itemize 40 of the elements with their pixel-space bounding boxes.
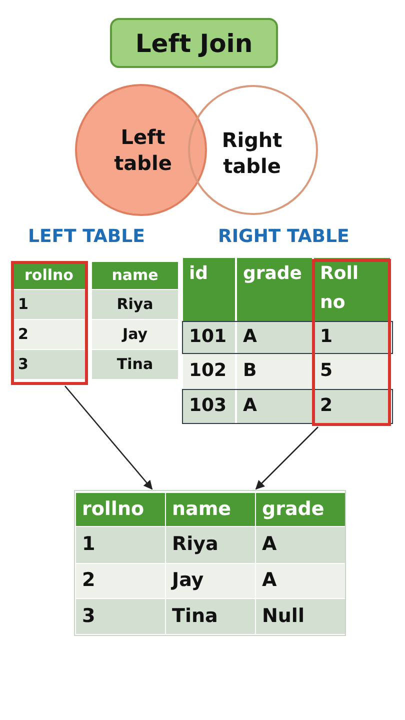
table-cell: 2 — [314, 390, 390, 423]
arrow — [64, 386, 153, 490]
table-cell: A — [237, 322, 312, 353]
table-cell: Tina — [166, 599, 255, 634]
table-cell: Jay — [92, 320, 178, 349]
column-header: grade — [237, 258, 312, 321]
circle-label: Right table — [220, 127, 284, 179]
table-cell: Riya — [166, 527, 255, 563]
table-cell: B — [237, 354, 312, 389]
table-cell: 5 — [314, 354, 390, 389]
circle-label: Left table — [113, 124, 173, 176]
column-header: rollno — [76, 493, 165, 526]
column-header: name — [92, 262, 178, 289]
table-cell: Null — [256, 599, 345, 634]
table-heading: LEFT TABLE — [28, 226, 145, 247]
table-cell: 3 — [12, 350, 86, 379]
column-header: Roll no — [314, 258, 390, 321]
table-cell: 101 — [183, 322, 235, 353]
table-heading: RIGHT TABLE — [218, 226, 350, 247]
column-header: name — [166, 493, 255, 526]
column-header: id — [183, 258, 235, 321]
table-cell: 102 — [183, 354, 235, 389]
arrow — [255, 426, 318, 490]
table-cell: A — [237, 390, 312, 423]
table-cell: Tina — [92, 350, 178, 379]
table-cell: 1 — [76, 527, 165, 563]
table-cell: Riya — [92, 290, 178, 319]
table-cell: 2 — [12, 320, 86, 349]
table-cell: 3 — [76, 599, 165, 634]
table-cell: 1 — [314, 322, 390, 353]
result-table — [74, 490, 346, 636]
table-cell: 1 — [12, 290, 86, 319]
table-cell: A — [256, 527, 345, 563]
venn-circle — [188, 85, 318, 215]
table-cell: 2 — [76, 564, 165, 598]
table-cell: 103 — [183, 390, 235, 423]
title-banner: Left Join — [110, 18, 278, 68]
table-cell: A — [256, 564, 345, 598]
table-cell: Jay — [166, 564, 255, 598]
column-header: grade — [256, 493, 345, 526]
